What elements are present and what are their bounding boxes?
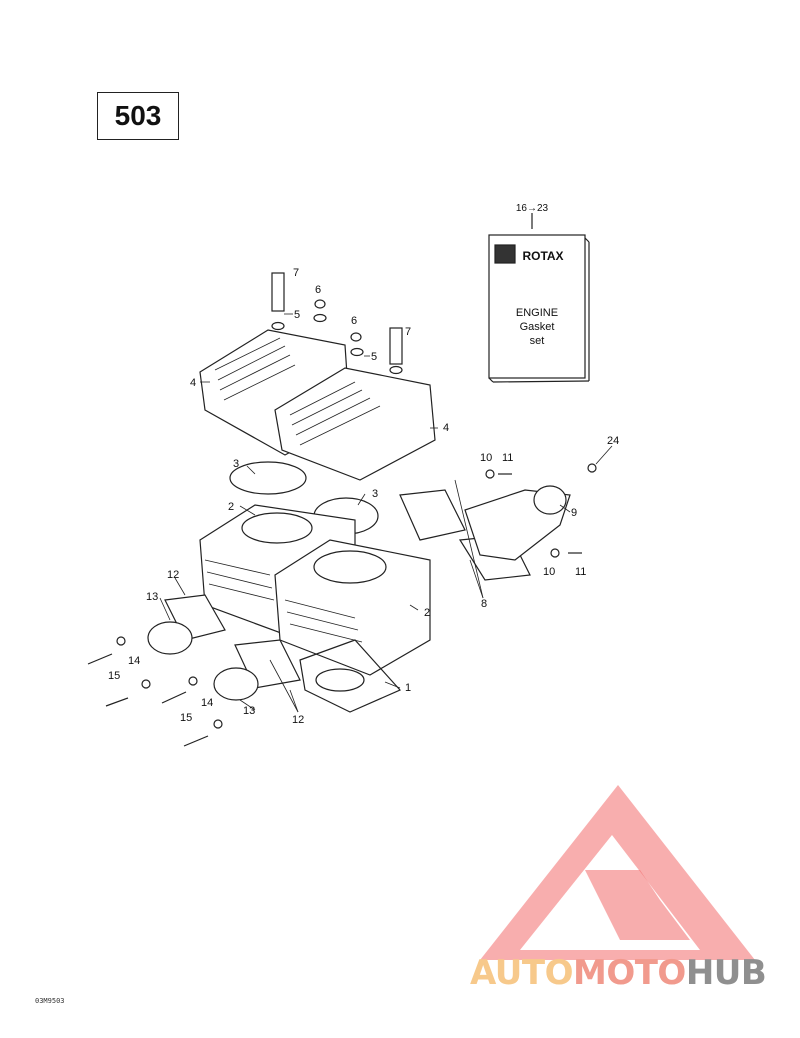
model-number-box: 503	[97, 92, 179, 140]
callout-2b: 2	[424, 607, 430, 619]
callout-10b: 10	[543, 566, 555, 578]
watermark-logo-inner	[585, 870, 690, 940]
callout-7a: 7	[293, 267, 299, 279]
gasket-title-line1: ENGINE	[516, 307, 558, 319]
gasket-title-line3: set	[530, 335, 545, 347]
callout-14a: 14	[128, 655, 140, 667]
cylinders-drawing	[199, 504, 431, 676]
callout-6b: 6	[351, 315, 357, 327]
gasket-brand-label: ROTAX	[522, 249, 563, 263]
gasket-set-booklet	[488, 213, 590, 383]
rotax-emblem-icon	[494, 244, 516, 264]
callout-3a: 3	[233, 458, 239, 470]
callout-15a: 15	[108, 670, 120, 682]
callout-13a: 13	[146, 591, 158, 603]
gasket-range-label: 16→23	[516, 203, 549, 214]
callout-11b: 11	[575, 566, 586, 578]
callout-12b: 12	[292, 714, 304, 726]
intake-flanges-drawing	[147, 594, 301, 701]
cylinder-heads-drawing	[199, 329, 436, 481]
model-number: 503	[114, 100, 162, 131]
callout-11a: 11	[502, 452, 513, 464]
callout-2a: 2	[228, 501, 234, 513]
drawing-code: 03M9503	[35, 997, 65, 1005]
callout-6a: 6	[315, 284, 321, 296]
watermark-moto: MOTO	[572, 953, 686, 993]
callout-5b: 5	[371, 351, 377, 363]
watermark-wordmark: AUTOMOTOHUB	[470, 953, 792, 995]
callout-1: 1	[405, 682, 411, 694]
callout-24: 24	[607, 435, 619, 447]
callout-leaders	[159, 313, 613, 713]
callout-5a: 5	[294, 309, 300, 321]
callout-4b: 4	[443, 422, 449, 434]
exhaust-manifold-drawing	[399, 485, 571, 581]
callout-8: 8	[481, 598, 487, 610]
watermark-auto: AUTO	[470, 953, 573, 993]
bolts-drawing	[87, 463, 597, 747]
base-gasket-drawing	[299, 639, 402, 713]
callout-7b: 7	[405, 326, 411, 338]
callout-10a: 10	[480, 452, 492, 464]
callout-12a: 12	[167, 569, 179, 581]
gasket-title-line2: Gasket	[520, 321, 555, 333]
callout-15b: 15	[180, 712, 192, 724]
studs-and-nuts-drawing	[271, 272, 403, 375]
callout-9: 9	[571, 507, 577, 519]
callout-3b: 3	[372, 488, 378, 500]
callout-4a: 4	[190, 377, 196, 389]
watermark-hub: HUB	[685, 953, 767, 993]
callout-13b: 13	[243, 705, 255, 717]
callout-14b: 14	[201, 697, 213, 709]
